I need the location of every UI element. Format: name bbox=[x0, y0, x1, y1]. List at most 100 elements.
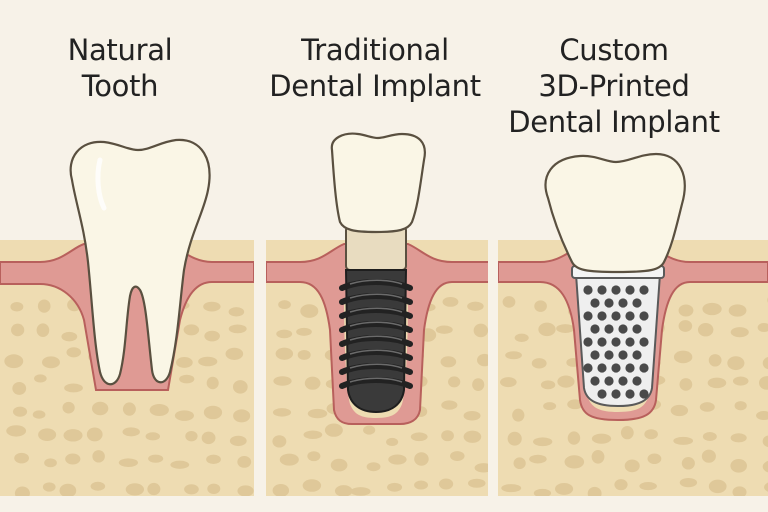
bone-spot bbox=[61, 331, 78, 342]
bone-spot bbox=[41, 356, 60, 369]
lattice-pore bbox=[597, 389, 607, 399]
screw-thread-highlight bbox=[349, 349, 403, 355]
bone-spot bbox=[438, 478, 454, 490]
bone-spot bbox=[278, 300, 291, 310]
bone-spot bbox=[727, 356, 745, 371]
bone-spot bbox=[86, 427, 103, 442]
bone-spot bbox=[644, 429, 658, 440]
bone-spot bbox=[62, 401, 75, 414]
bone-spot bbox=[639, 482, 657, 491]
bone-spot bbox=[37, 299, 51, 313]
lattice-pore bbox=[611, 285, 621, 295]
bone-spot bbox=[12, 406, 28, 417]
bone-spot bbox=[225, 347, 244, 360]
lattice-pore bbox=[639, 311, 649, 321]
lattice-pore bbox=[611, 389, 621, 399]
panel-title-natural-tooth: Natural Tooth bbox=[8, 32, 232, 104]
bone-spot bbox=[534, 300, 547, 312]
bone-spot bbox=[730, 433, 747, 443]
lattice-pore bbox=[597, 363, 607, 373]
lattice-pore bbox=[611, 363, 621, 373]
bone-spot bbox=[201, 431, 216, 445]
bone-spot bbox=[762, 460, 768, 473]
bone-spot bbox=[567, 431, 581, 445]
bone-spot bbox=[474, 463, 490, 473]
bone-spot bbox=[678, 304, 694, 317]
bone-spot bbox=[681, 457, 695, 470]
title-line: Dental Implant bbox=[508, 105, 720, 139]
bone-spot bbox=[463, 430, 482, 443]
bone-spot bbox=[174, 410, 194, 421]
lattice-pore bbox=[625, 337, 635, 347]
screw-thread-highlight bbox=[349, 363, 403, 369]
lattice-pore bbox=[632, 376, 642, 386]
lattice-pore bbox=[590, 376, 600, 386]
bone-spot bbox=[229, 435, 247, 447]
bone-spot bbox=[414, 480, 429, 490]
lattice-implant bbox=[571, 265, 665, 408]
bone-spot bbox=[32, 410, 46, 419]
bone-spot bbox=[673, 350, 693, 364]
bone-spot bbox=[477, 353, 490, 367]
bone-spot bbox=[11, 323, 25, 337]
bone-spot bbox=[440, 356, 457, 368]
bone-spot bbox=[591, 433, 612, 444]
bone-spot bbox=[507, 431, 522, 446]
bone-spot bbox=[472, 378, 485, 391]
bone-spot bbox=[734, 401, 747, 411]
screw-thread bbox=[339, 349, 413, 361]
lattice-pore bbox=[590, 350, 600, 360]
lattice-pore bbox=[597, 285, 607, 295]
bone-spot bbox=[334, 485, 353, 497]
bone-spot bbox=[728, 304, 747, 317]
bone-spot bbox=[463, 410, 481, 421]
bone-spot bbox=[232, 380, 248, 394]
screw-thread-highlight bbox=[349, 307, 403, 313]
lattice-pore bbox=[639, 389, 649, 399]
bone-spot bbox=[388, 454, 407, 465]
bone-spot bbox=[468, 478, 486, 488]
title-line: 3D-Printed bbox=[538, 69, 690, 103]
bone-spot bbox=[147, 482, 161, 496]
bone-spot bbox=[304, 376, 321, 390]
screw-thread bbox=[339, 307, 413, 319]
bone-spot bbox=[757, 322, 768, 333]
bone-spot bbox=[647, 453, 662, 465]
bone-spot bbox=[366, 462, 381, 472]
bone-spot bbox=[473, 323, 489, 338]
lattice-pore bbox=[625, 363, 635, 373]
screw-thread bbox=[339, 293, 413, 305]
bone-spot bbox=[554, 483, 574, 495]
lattice-pore bbox=[639, 285, 649, 295]
bone-spot bbox=[697, 323, 714, 337]
bone-spot bbox=[762, 357, 768, 370]
bone-spot bbox=[91, 401, 109, 416]
bone-spot bbox=[149, 403, 169, 417]
screw-thread bbox=[339, 335, 413, 347]
bone-spot bbox=[65, 453, 81, 465]
bone-spot bbox=[273, 376, 292, 386]
bone-spot bbox=[183, 324, 200, 336]
bone-spot bbox=[6, 425, 27, 437]
bone-spot bbox=[387, 482, 403, 492]
lattice-pore bbox=[618, 376, 628, 386]
bone-spot bbox=[184, 484, 199, 495]
bone-spot bbox=[764, 482, 768, 492]
bone-spot bbox=[118, 458, 138, 467]
bone-spot bbox=[38, 428, 57, 442]
screw-thread-highlight bbox=[349, 335, 403, 341]
bone-spot bbox=[557, 375, 575, 388]
lattice-pore bbox=[611, 337, 621, 347]
bone-spot bbox=[624, 459, 640, 473]
lattice-pore bbox=[590, 298, 600, 308]
bone-spot bbox=[441, 400, 458, 410]
bone-spot bbox=[679, 477, 698, 488]
bone-spot bbox=[756, 410, 768, 421]
bone-spot bbox=[538, 322, 556, 337]
bone-spot bbox=[386, 437, 399, 447]
lattice-pore bbox=[611, 311, 621, 321]
lattice-pore bbox=[604, 376, 614, 386]
bone-spot bbox=[279, 453, 299, 466]
lattice-pore bbox=[604, 350, 614, 360]
lattice-pore bbox=[597, 311, 607, 321]
